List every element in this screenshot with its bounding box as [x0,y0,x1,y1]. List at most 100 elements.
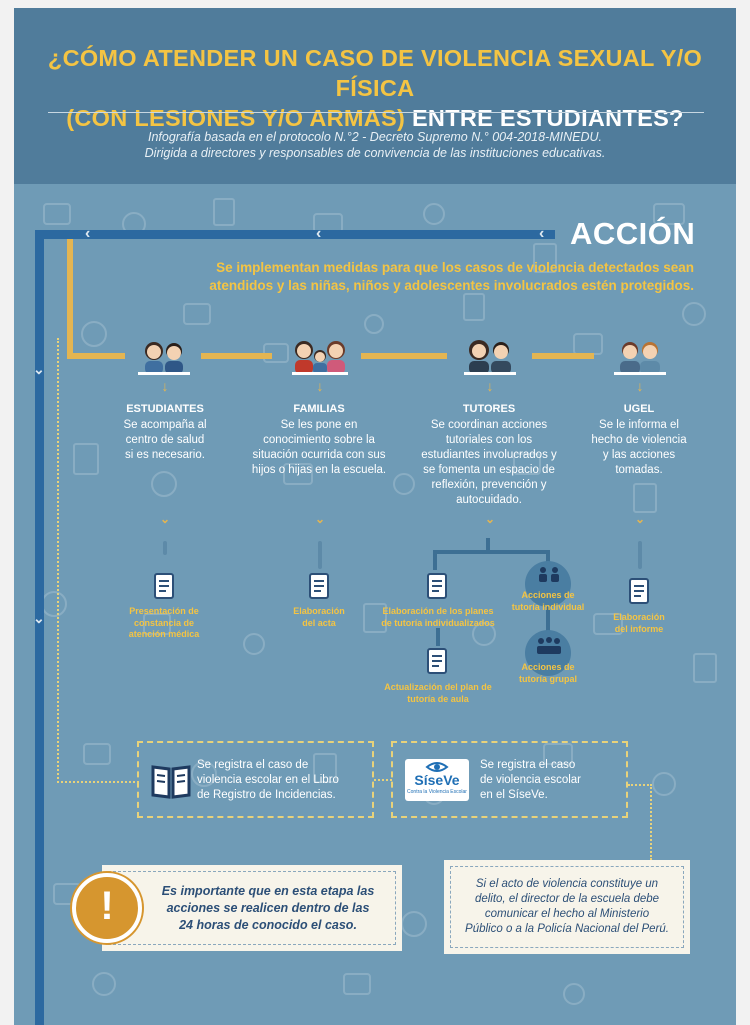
label-line: del acta [302,617,336,628]
tree-branch [546,604,550,638]
eye-icon [425,762,449,772]
text-line: 24 horas de conocido el caso. [179,918,357,932]
title-line-2: (CON LESIONES Y/O ARMAS) ENTRE ESTUDIANT… [24,103,726,133]
document-icon [427,648,447,674]
document-icon [154,573,174,599]
column-text-students: Se acompaña al centro de salud si es nec… [110,418,220,463]
siseve-tagline: Contra la Violencia Escolar [407,789,467,795]
tree-branch [433,550,550,554]
label-line: Elaboración [293,606,345,616]
column-title-tutors: TUTORES [462,403,516,415]
book-icon [151,765,191,799]
text-line: en el SíseVe. [480,789,548,801]
text-line: reflexión, prevención y [431,479,547,491]
connector-segment [201,353,272,359]
column-text-tutors: Se coordinan acciones tutoriales con los… [414,418,564,508]
document-icon [427,573,447,599]
chevron-down-icon: ⌄ [634,512,646,526]
warning-badge: ! [72,873,142,943]
page-subtitle: Infografía basada en el protocolo N.°2 -… [24,129,726,161]
dotted-guide [628,784,652,786]
text-line: conocimiento sobre la [263,434,375,446]
column-title-ugel: UGEL [623,403,655,415]
exclamation-icon: ! [100,884,114,928]
tree-branch [436,628,440,646]
arrow-down-icon: ↓ [161,378,169,394]
text-line: se fomenta un espacio de [423,464,555,476]
doc-label-tutors-classroom: Actualización del plan de tutoría de aul… [376,682,500,705]
doc-label-students: Presentación de constancia de atención m… [114,606,214,641]
text-line: comunicar el hecho al Ministerio [484,908,650,920]
text-line: centro de salud [125,434,205,446]
text-line: Se coordinan acciones [430,419,548,431]
text-line: situación ocurrida con sus [252,449,386,461]
title-rest: ENTRE ESTUDIANTES? [405,105,684,131]
chevron-down-icon: ⌄ [314,512,326,526]
law-note-card-border [450,866,684,948]
text-line: hijos o hijas en la escuela. [251,464,387,476]
subtitle-line-1: Infografía basada en el protocolo N.°2 -… [148,130,602,144]
connector-stub [318,541,322,569]
label-line: Elaboración [613,612,665,622]
chevron-left-icon: ‹ [316,225,322,242]
text-line: Si el acto de violencia constituye un [475,878,659,890]
text-line: Se le informa el [599,419,679,431]
doc-label-families: Elaboración del acta [269,606,369,629]
chevron-left-icon: ‹ [85,225,91,242]
label-line: Acciones de [521,662,575,672]
warning-text: Es importante que en esta etapa las acci… [144,883,392,934]
text-line: Se les pone en [280,419,358,431]
chevron-down-icon: ⌄ [484,512,496,526]
connector-horizontal [67,353,125,359]
text-line: de Registro de Incidencias. [197,789,336,801]
doc-label-individual-tutoring: Acciones de tutoría individual [500,590,596,613]
students-avatar-icon [138,342,190,375]
chevron-down-icon: ⌄ [33,610,45,626]
text-line: Público o a la Policía Nacional del Perú… [465,923,669,935]
dotted-guide [650,784,652,860]
document-icon [629,578,649,604]
text-line: estudiantes involucrados y [421,449,557,461]
register-siseve-text: Se registra el caso de violencia escolar… [480,758,620,803]
register-book-box [137,741,374,818]
chevron-down-icon: ⌄ [159,512,171,526]
column-title-families: FAMILIAS [293,403,345,415]
family-avatar-icon [292,341,348,375]
text-line: de violencia escolar [480,774,582,786]
dotted-guide [57,338,59,783]
intro-line-2: atendidos y las niñas, niños y adolescen… [209,278,694,293]
ugel-avatar-icon [614,342,666,375]
infographic-page: ¿CÓMO ATENDER UN CASO DE VIOLENCIA SEXUA… [14,8,736,1025]
column-text-families: Se les pone en conocimiento sobre la sit… [244,418,394,478]
text-line: delito, el director de la escuela debe [474,893,660,905]
document-icon [309,573,329,599]
column-text-ugel: Se le informa el hecho de violencia y la… [584,418,694,478]
tree-trunk [486,538,490,552]
label-line: Actualización del plan de [384,682,492,692]
law-note-card [444,860,690,954]
section-intro: Se implementan medidas para que los caso… [174,259,694,295]
dotted-guide [57,781,139,783]
arrow-down-icon: ↓ [316,378,324,394]
group-tutoring-icon [537,637,561,654]
doc-label-ugel: Elaboración del informe [589,612,689,635]
label-line: atención médica [128,629,200,639]
chevron-left-icon: ‹ [539,225,545,242]
header-divider [48,112,704,113]
timeline-vertical-line [35,230,44,1025]
dotted-guide [374,779,392,781]
text-line: y las acciones [602,449,676,461]
column-title-students: ESTUDIANTES [126,403,204,415]
timeline-top-line [35,230,555,239]
label-line: tutoría grupal [519,673,577,684]
section-heading: ACCIÓN [570,216,696,251]
connector-vertical [67,239,73,359]
text-line: tutoriales con los [445,434,533,446]
arrow-down-icon: ↓ [486,378,494,394]
text-line: Es importante que en esta etapa las [161,884,375,898]
label-line: tutoría individual [511,601,585,612]
individual-tutoring-badge [525,561,571,607]
siseve-logo: SíseVe Contra la Violencia Escolar [405,759,469,801]
doc-label-tutors: Elaboración de los planes de tutoría ind… [376,606,500,629]
connector-stub [638,541,642,569]
